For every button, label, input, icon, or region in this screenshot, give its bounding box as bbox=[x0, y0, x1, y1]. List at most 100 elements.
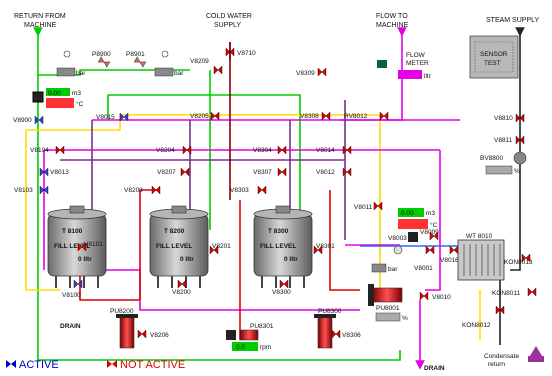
valve-v8014[interactable] bbox=[342, 145, 352, 155]
pump-pu8001[interactable]: PU8001 % bbox=[368, 284, 408, 322]
sensor-test-label-2: TEST bbox=[484, 60, 501, 67]
valve-kon8012[interactable] bbox=[495, 305, 505, 315]
flow-to-machine-label-2: MACHINE bbox=[376, 22, 409, 29]
valve-v8100[interactable] bbox=[73, 279, 83, 289]
valve-v8307[interactable] bbox=[277, 167, 287, 177]
valve-rv8012[interactable] bbox=[379, 111, 389, 121]
pu8001-unit: % bbox=[402, 315, 408, 322]
valve-v8001[interactable] bbox=[425, 245, 435, 255]
valve-kon8011-label: KON8011 bbox=[492, 290, 520, 297]
hx-temp-unit: °C bbox=[430, 221, 438, 229]
p8901-unit: bar bbox=[174, 70, 184, 77]
valve-v8811[interactable] bbox=[515, 135, 525, 145]
valve-v8710[interactable] bbox=[225, 47, 235, 57]
valve-v8012[interactable] bbox=[342, 167, 352, 177]
valve-v8200-label: V8200 bbox=[172, 289, 191, 296]
return-from-machine-label-1: RETURN FROM bbox=[14, 13, 66, 20]
valve-kon8011[interactable] bbox=[527, 287, 537, 297]
valve-v8810[interactable] bbox=[515, 113, 525, 123]
valve-v8810-label: V8810 bbox=[494, 115, 513, 122]
valve-v8009[interactable] bbox=[429, 231, 439, 241]
cold-water-label-2: SUPPLY bbox=[214, 22, 241, 29]
valve-v8205[interactable] bbox=[210, 111, 220, 121]
valve-v8201[interactable] bbox=[209, 245, 219, 255]
valve-v8011[interactable] bbox=[373, 201, 383, 211]
pump-pu8301[interactable]: PU8301 bbox=[239, 323, 274, 341]
valve-v8209[interactable] bbox=[213, 65, 223, 75]
valve-v8200[interactable] bbox=[177, 279, 187, 289]
return-flow-unit: m3 bbox=[72, 90, 81, 97]
tank-t8300[interactable]: T 8300 FILL LEVEL 0 lltr bbox=[253, 205, 313, 288]
valve-v8308[interactable] bbox=[321, 111, 331, 121]
sensor-test-box[interactable]: SENSOR TEST bbox=[469, 35, 519, 79]
pump-rpm-value: 0.0 bbox=[236, 344, 245, 351]
valve-bv8800-label: BV8800 bbox=[480, 155, 504, 162]
pressure-p8901[interactable]: bar P8901 bbox=[126, 50, 184, 77]
valve-v8012-label: V8012 bbox=[316, 169, 335, 176]
valve-v8003-label: V8003 bbox=[388, 235, 407, 242]
valve-kon8013[interactable] bbox=[521, 253, 531, 263]
valve-v8300-label: V8300 bbox=[272, 289, 291, 296]
tank-t8100[interactable]: T 8100 FILL LEVEL 0 lltr bbox=[47, 205, 107, 288]
return-from-machine-label-2: MACHINE bbox=[24, 22, 57, 29]
valve-v8204[interactable] bbox=[182, 145, 192, 155]
valve-v8301[interactable] bbox=[313, 245, 323, 255]
condensate-label-1: Condensate bbox=[484, 353, 519, 360]
hx-flow-value: 0.00 bbox=[401, 210, 414, 217]
valve-v8103-label: V8103 bbox=[14, 187, 33, 194]
pressure-p8900[interactable]: bar P8900 bbox=[56, 50, 111, 77]
valve-v8103[interactable] bbox=[39, 185, 49, 195]
valve-v8203[interactable] bbox=[151, 185, 161, 195]
valve-v8306[interactable] bbox=[331, 329, 341, 339]
valve-v8206-label: V8206 bbox=[150, 332, 169, 339]
pump-pu8301-label: PU8301 bbox=[250, 323, 274, 330]
pump-pu8300[interactable]: PU8300 bbox=[314, 308, 342, 349]
valve-v8201-label: V8201 bbox=[212, 243, 231, 250]
valve-v8003[interactable] bbox=[393, 245, 403, 255]
legend: ACTIVE NOT ACTIVE bbox=[6, 359, 185, 371]
valve-v8104[interactable] bbox=[55, 145, 65, 155]
p8900-label: P8900 bbox=[92, 51, 111, 58]
pump-pu8300-label: PU8300 bbox=[318, 308, 342, 315]
valve-v8016[interactable] bbox=[449, 245, 459, 255]
valve-v8207-label: V8207 bbox=[157, 169, 176, 176]
valve-v8303-label: V8303 bbox=[230, 187, 249, 194]
pump-pu8200-label: PU8200 bbox=[110, 308, 134, 315]
bv8800-readout: % bbox=[485, 151, 527, 175]
valve-v8101[interactable] bbox=[77, 242, 87, 252]
wt8010-label: WT 8010 bbox=[466, 233, 493, 240]
pipe-network bbox=[25, 27, 525, 370]
valve-v8300[interactable] bbox=[279, 279, 289, 289]
valve-v8900[interactable] bbox=[34, 115, 44, 125]
valve-v8010[interactable] bbox=[419, 291, 429, 301]
valve-v8013[interactable] bbox=[39, 167, 49, 177]
flow-meter[interactable]: FLOW METER lltr bbox=[377, 52, 432, 80]
valve-v8307-label: V8307 bbox=[253, 169, 272, 176]
valve-v8209-label: V8209 bbox=[190, 58, 209, 65]
v8003-unit: bar bbox=[388, 266, 398, 273]
valve-v8015[interactable] bbox=[119, 112, 129, 122]
valve-v8309[interactable] bbox=[317, 67, 327, 77]
valve-v8301-label: V8301 bbox=[316, 243, 335, 250]
drain-right-label: DRAIN bbox=[424, 365, 445, 372]
tank-t8200[interactable]: T 8200 FILL LEVEL 0 lltr bbox=[149, 205, 209, 288]
legend-not-active: NOT ACTIVE bbox=[120, 359, 185, 371]
valve-v8207[interactable] bbox=[180, 167, 190, 177]
valve-v8104-label: V8104 bbox=[30, 147, 49, 154]
p8900-unit: bar bbox=[76, 70, 86, 77]
tank-fill-label: FILL LEVEL bbox=[54, 243, 90, 250]
p8901-label: P8901 bbox=[126, 51, 145, 58]
hx-flow-unit: m3 bbox=[426, 210, 435, 217]
valve-v8203-label: V8203 bbox=[124, 187, 143, 194]
heat-exchanger-wt8010[interactable]: WT 8010 bbox=[457, 233, 505, 281]
valve-v8206[interactable] bbox=[137, 329, 147, 339]
return-temp-unit: °C bbox=[76, 100, 84, 108]
valve-v8304[interactable] bbox=[277, 145, 287, 155]
valve-rv8012-label: RV8012 bbox=[344, 113, 368, 120]
pump-pu8200[interactable]: PU8200 bbox=[110, 308, 138, 349]
tank-name: T 8200 bbox=[164, 228, 185, 235]
valve-v8900-label: V8900 bbox=[13, 117, 32, 124]
pump-rpm-unit: rpm bbox=[260, 344, 271, 351]
valve-v8303[interactable] bbox=[257, 185, 267, 195]
